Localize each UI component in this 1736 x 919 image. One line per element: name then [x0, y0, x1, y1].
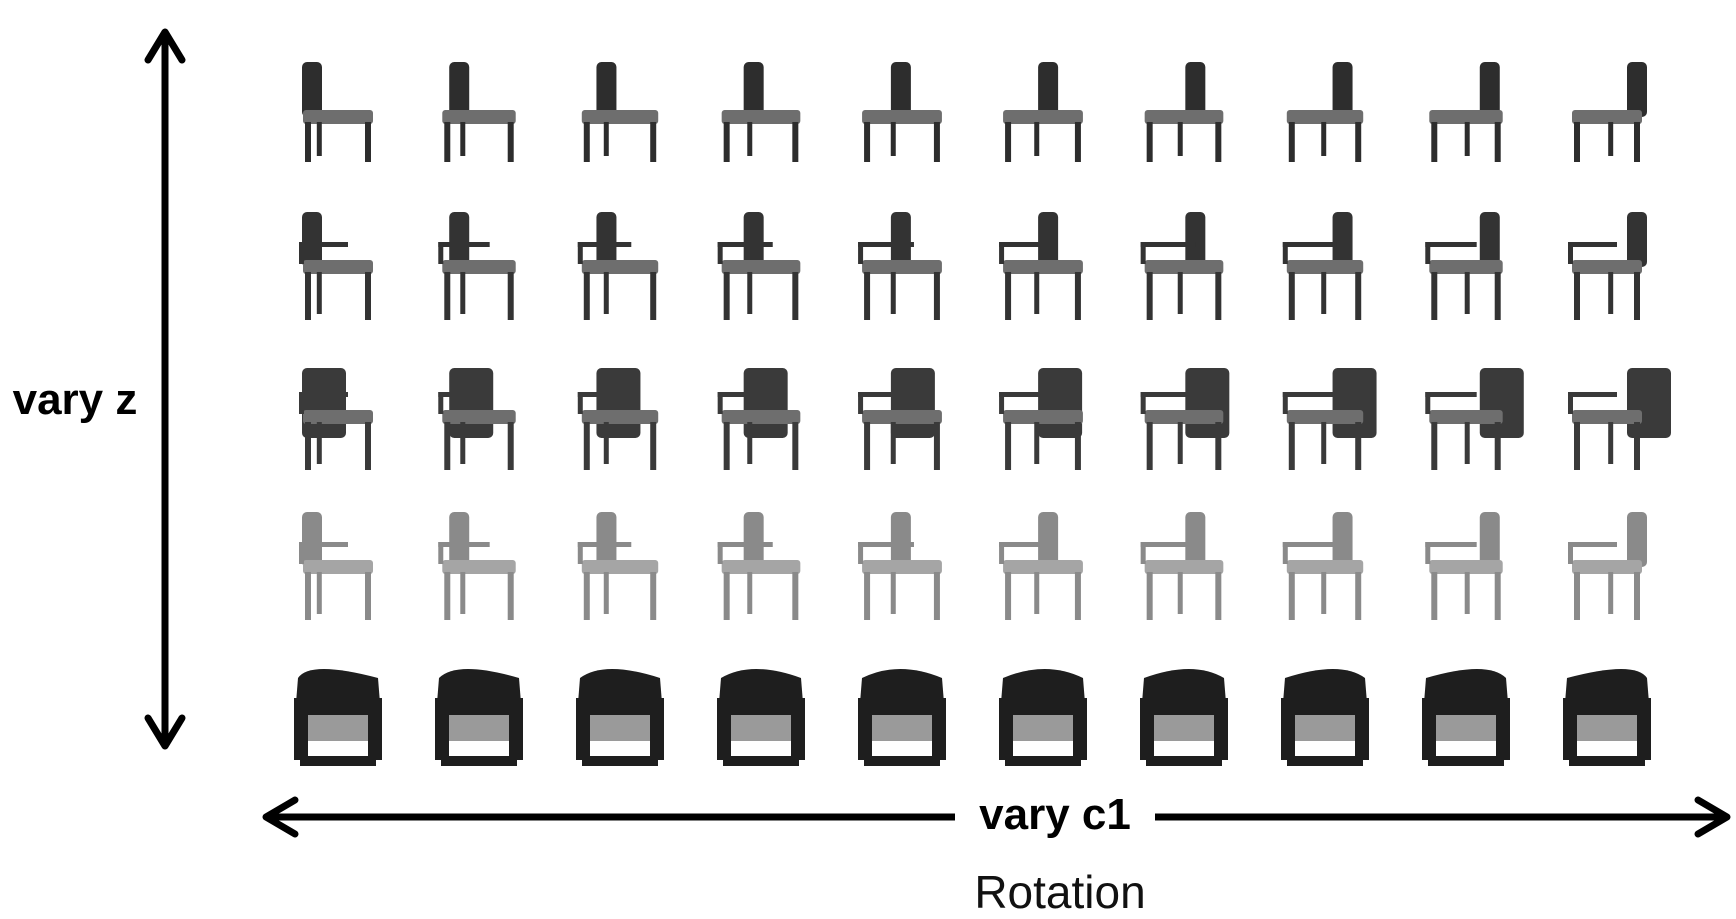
chair-thumbnail — [717, 512, 801, 620]
chair-thumbnail — [862, 62, 942, 162]
chair-thumbnail — [999, 512, 1083, 620]
chair-thumbnail — [294, 669, 382, 766]
chair-thumbnail — [1429, 62, 1503, 162]
chair-thumbnail — [1140, 669, 1228, 766]
chair-thumbnail — [1140, 368, 1230, 470]
chair-thumbnail — [1563, 669, 1651, 766]
chair-thumbnail — [1568, 212, 1647, 320]
chair-thumbnail — [577, 212, 659, 320]
chair-thumbnail — [1281, 669, 1369, 766]
chair-thumbnail — [1422, 669, 1510, 766]
chair-thumbnail — [717, 669, 805, 766]
chair-thumbnail — [442, 62, 516, 162]
chair-thumbnail — [717, 212, 801, 320]
chair-thumbnail — [1282, 212, 1364, 320]
chair-thumbnail — [999, 368, 1083, 470]
chair-thumbnail — [1144, 62, 1224, 162]
horizontal-double-arrow — [262, 796, 1731, 838]
chair-thumbnail — [721, 62, 801, 162]
chair-thumbnail — [1286, 62, 1364, 162]
chair-thumbnail — [858, 368, 942, 470]
chair-thumbnail — [438, 368, 516, 470]
vary-z-label: vary z — [12, 375, 138, 424]
chair-thumbnail — [1425, 212, 1503, 320]
chair-thumbnail — [1425, 368, 1524, 470]
chair-thumbnail — [302, 62, 373, 162]
chair-thumbnail — [1140, 512, 1224, 620]
chair-thumbnail — [299, 512, 373, 620]
chair-thumbnail — [858, 212, 942, 320]
chair-thumbnail — [1282, 512, 1364, 620]
chair-thumbnail — [1140, 212, 1224, 320]
chair-thumbnail — [1003, 62, 1083, 162]
chair-thumbnail — [717, 368, 801, 470]
chair-thumbnail — [1282, 368, 1377, 470]
chair-thumbnail — [299, 212, 373, 320]
vary-c1-label: vary c1 — [955, 790, 1155, 840]
rotation-caption: Rotation — [974, 866, 1146, 918]
chair-thumbnail — [858, 512, 942, 620]
chair-thumbnail — [858, 669, 946, 766]
chair-thumbnail — [438, 512, 516, 620]
vertical-double-arrow — [144, 28, 186, 750]
chair-thumbnail — [299, 368, 373, 470]
chair-thumbnail — [581, 62, 659, 162]
chair-thumbnail — [1572, 62, 1647, 162]
chair-thumbnail — [999, 669, 1087, 766]
chair-thumbnail — [577, 368, 659, 470]
chair-thumbnail — [1568, 368, 1671, 470]
chair-thumbnail — [1568, 512, 1647, 620]
chair-thumbnail — [576, 669, 664, 766]
chair-thumbnail — [435, 669, 523, 766]
chair-thumbnail — [999, 212, 1083, 320]
chair-thumbnail — [577, 512, 659, 620]
chair-thumbnail — [438, 212, 516, 320]
chair-thumbnail — [1425, 512, 1503, 620]
chair-image-grid — [294, 62, 1671, 766]
